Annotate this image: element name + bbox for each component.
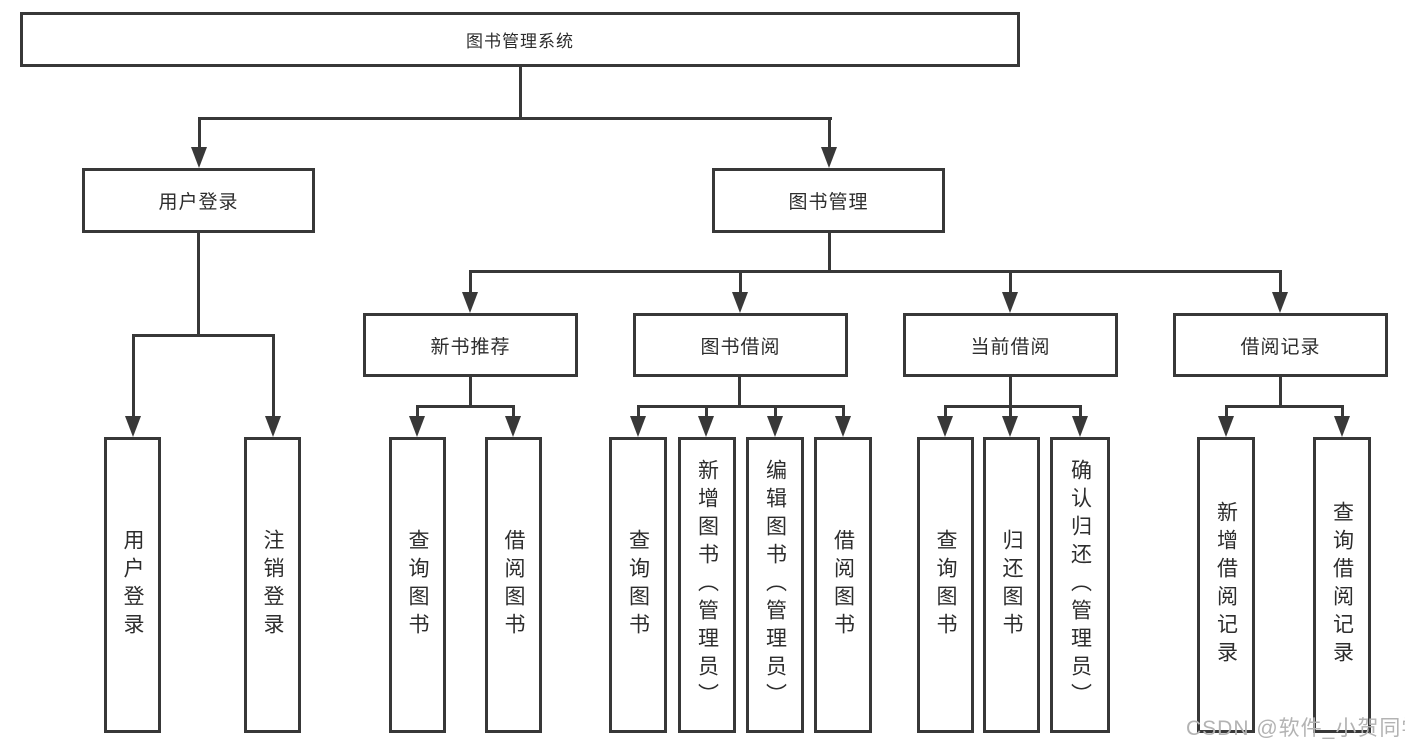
arrow-down (1218, 416, 1234, 437)
node-leaf-query-borrow-record: 查询借阅记录 (1313, 437, 1371, 733)
node-leaf-user-login: 用户登录 (104, 437, 161, 733)
arrow-down (821, 147, 837, 168)
node-borrow-records: 借阅记录 (1173, 313, 1388, 377)
arrow-down (265, 416, 281, 437)
arrow-down (409, 416, 425, 437)
node-leaf-return-books-label: 归还图书 (1000, 529, 1023, 641)
arrow-down (1072, 416, 1088, 437)
connector-hline (469, 270, 1282, 273)
node-leaf-edit-book-admin-label: 编辑图书（管理员） (763, 459, 787, 711)
node-leaf-query-books-nbr: 查询图书 (389, 437, 446, 733)
connector-hline (132, 334, 275, 337)
node-current-borrow: 当前借阅 (903, 313, 1118, 377)
arrow-down (462, 292, 478, 313)
node-book-mgmt-label: 图书管理 (788, 192, 869, 213)
connector-hline (944, 405, 1082, 408)
connector-vline (469, 377, 472, 408)
node-leaf-query-books-cb: 查询图书 (917, 437, 974, 733)
node-leaf-query-books-bb-label: 查询图书 (626, 529, 650, 641)
connector-vline (512, 405, 515, 419)
node-root-label: 图书管理系统 (466, 32, 574, 51)
connector-vline (1009, 377, 1012, 408)
connector-vline (132, 334, 135, 419)
arrow-down (732, 292, 748, 313)
node-book-borrow-label: 图书借阅 (700, 336, 781, 358)
arrow-down (1002, 292, 1018, 313)
connector-vline (1009, 270, 1012, 295)
connector-vline (738, 377, 741, 408)
node-leaf-query-books-bb: 查询图书 (609, 437, 667, 733)
connector-vline (519, 67, 522, 119)
connector-vline (1279, 270, 1282, 295)
node-leaf-borrow-books-nbr-label: 借阅图书 (502, 529, 525, 641)
node-leaf-add-book-admin: 新增图书（管理员） (678, 437, 736, 733)
node-user-login-label: 用户登录 (158, 192, 239, 213)
arrow-down (630, 416, 646, 437)
connector-vline (1279, 377, 1282, 408)
node-leaf-add-book-admin-label: 新增图书（管理员） (695, 459, 719, 711)
node-leaf-return-books: 归还图书 (983, 437, 1040, 733)
node-leaf-borrow-books-bb: 借阅图书 (814, 437, 872, 733)
watermark: CSDN @软件_小贺同学 (1186, 717, 1405, 740)
node-leaf-query-borrow-record-label: 查询借阅记录 (1330, 501, 1354, 669)
connector-vline (828, 117, 831, 150)
node-leaf-confirm-return-admin-label: 确认归还（管理员） (1068, 459, 1092, 711)
connector-vline (705, 405, 708, 419)
connector-vline (1009, 405, 1012, 419)
node-leaf-query-books-cb-label: 查询图书 (934, 529, 957, 641)
node-book-borrow: 图书借阅 (633, 313, 848, 377)
connector-vline (416, 405, 419, 419)
connector-vline (272, 334, 275, 419)
arrow-down (191, 147, 207, 168)
connector-vline (739, 270, 742, 295)
node-user-login: 用户登录 (82, 168, 315, 233)
node-new-book-rec: 新书推荐 (363, 313, 578, 377)
arrow-down (1334, 416, 1350, 437)
connector-vline (944, 405, 947, 419)
arrow-down (767, 416, 783, 437)
connector-vline (774, 405, 777, 419)
node-new-book-rec-label: 新书推荐 (430, 336, 511, 358)
connector-vline (1341, 405, 1344, 419)
node-book-mgmt: 图书管理 (712, 168, 945, 233)
node-leaf-query-books-nbr-label: 查询图书 (406, 529, 429, 641)
connector-vline (469, 270, 472, 295)
connector-hline (637, 405, 845, 408)
node-current-borrow-label: 当前借阅 (970, 336, 1051, 358)
connector-vline (198, 117, 201, 150)
connector-vline (1225, 405, 1228, 419)
arrow-down (698, 416, 714, 437)
connector-vline (828, 233, 831, 272)
arrow-down (505, 416, 521, 437)
node-leaf-logout-label: 注销登录 (261, 529, 284, 641)
connector-hline (416, 405, 515, 408)
arrow-down (1272, 292, 1288, 313)
node-borrow-records-label: 借阅记录 (1240, 336, 1321, 358)
node-leaf-borrow-books-bb-label: 借阅图书 (831, 529, 855, 641)
connector-vline (637, 405, 640, 419)
node-leaf-user-login-label: 用户登录 (121, 529, 144, 641)
arrow-down (835, 416, 851, 437)
connector-hline (1225, 405, 1344, 408)
connector-vline (842, 405, 845, 419)
connector-vline (1079, 405, 1082, 419)
arrow-down (1002, 416, 1018, 437)
node-leaf-edit-book-admin: 编辑图书（管理员） (746, 437, 804, 733)
node-root: 图书管理系统 (20, 12, 1020, 67)
arrow-down (937, 416, 953, 437)
node-leaf-add-borrow-record: 新增借阅记录 (1197, 437, 1255, 733)
node-leaf-add-borrow-record-label: 新增借阅记录 (1214, 501, 1238, 669)
node-leaf-logout: 注销登录 (244, 437, 301, 733)
node-leaf-confirm-return-admin: 确认归还（管理员） (1050, 437, 1110, 733)
connector-hline (198, 117, 832, 120)
connector-vline (197, 233, 200, 337)
arrow-down (125, 416, 141, 437)
node-leaf-borrow-books-nbr: 借阅图书 (485, 437, 542, 733)
